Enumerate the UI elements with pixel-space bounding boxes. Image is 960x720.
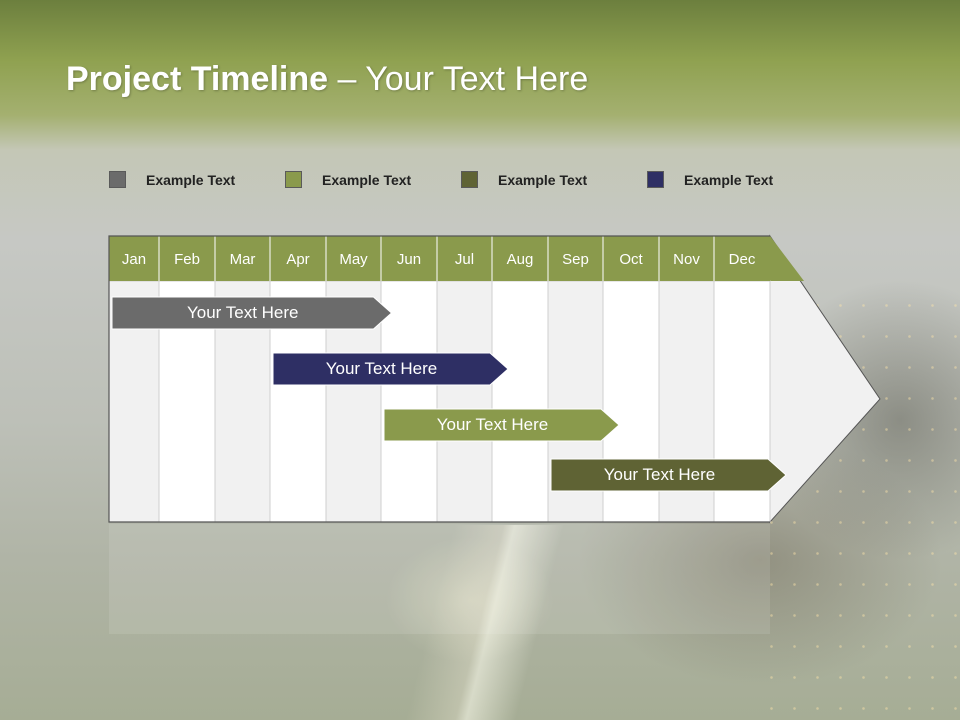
title-rest: – Your Text Here [328, 60, 589, 98]
task-bar-1 [111, 296, 393, 330]
legend-swatch [285, 171, 302, 188]
legend-swatch [647, 171, 664, 188]
task-label-1: Your Text Here [186, 303, 299, 322]
legend-swatch [461, 171, 478, 188]
month-header [109, 236, 770, 281]
task-bar-2 [272, 352, 509, 386]
month-label-may: May [339, 251, 368, 268]
timeline-reflection [109, 524, 770, 634]
legend-label: Example Text [322, 172, 412, 188]
title-bold: Project Timeline [66, 60, 329, 98]
month-label-aug: Aug [507, 251, 534, 268]
month-label-nov: Nov [673, 251, 700, 268]
legend-swatch [109, 171, 126, 188]
month-label-sep: Sep [562, 251, 589, 268]
month-label-feb: Feb [174, 251, 200, 268]
legend-label: Example Text [146, 172, 236, 188]
timeline-outline [108, 235, 770, 523]
legend-label: Example Text [498, 172, 588, 188]
month-label-dec: Dec [729, 251, 756, 268]
month-label-apr: Apr [286, 251, 309, 268]
month-label-jan: Jan [122, 251, 146, 268]
task-label-2: Your Text Here [325, 359, 438, 378]
task-bar-4 [550, 458, 787, 492]
month-column [491, 280, 549, 523]
legend-label: Example Text [684, 172, 774, 188]
slide-title: Project Timeline – Your Text Here [66, 60, 588, 99]
month-column [380, 280, 438, 523]
task-label-3: Your Text Here [436, 415, 549, 434]
month-label-mar: Mar [230, 251, 256, 268]
month-label-jul: Jul [455, 251, 474, 268]
month-label-jun: Jun [397, 251, 421, 268]
month-column [436, 280, 493, 523]
month-label-oct: Oct [619, 251, 643, 268]
task-label-4: Your Text Here [603, 465, 716, 484]
task-bar-3 [383, 408, 620, 442]
header-arrow-tip [770, 236, 804, 281]
